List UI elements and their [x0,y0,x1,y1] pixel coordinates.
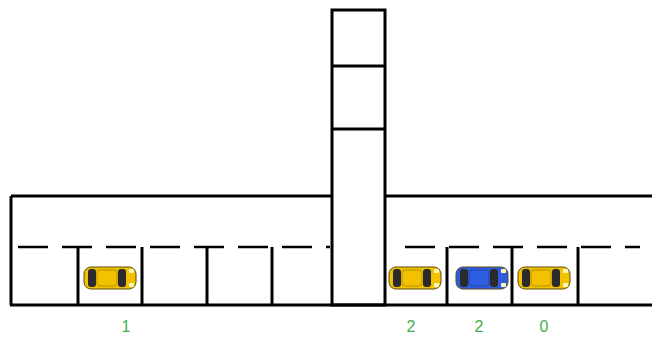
space-count: 1 [122,319,131,335]
road-outline [10,10,652,305]
yellow-car [84,267,136,289]
blue-car [456,267,508,289]
space-count: 0 [540,319,549,335]
yellow-car [518,267,570,289]
yellow-car [389,267,441,289]
stall-lines [78,247,578,305]
space-count: 2 [475,319,484,335]
lane-divider [18,246,640,249]
space-count: 2 [407,319,416,335]
